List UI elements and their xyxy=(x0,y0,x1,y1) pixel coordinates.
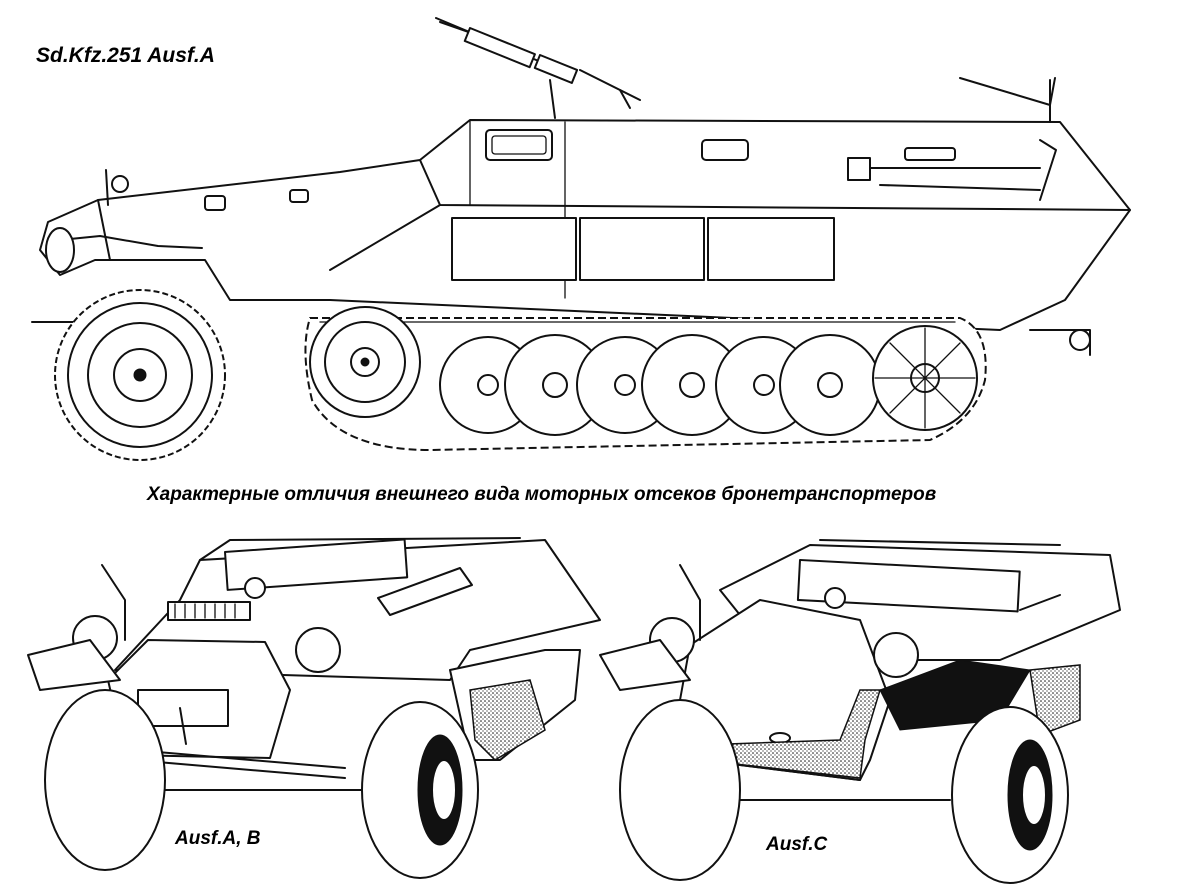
label-ausf-c: Ausf.C xyxy=(766,834,828,855)
front-wheel xyxy=(54,289,226,461)
label-ausf-a-b: Ausf.A, B xyxy=(175,828,261,849)
front-view-ausf-c xyxy=(599,539,1121,884)
track-assembly xyxy=(304,306,987,451)
stowage-box xyxy=(451,217,577,281)
subtitle-label: Характерные отличия внешнего вида моторн… xyxy=(147,484,937,505)
front-view-ausf-a-b xyxy=(27,537,601,879)
side-view-halftrack xyxy=(31,17,1131,461)
stowage-box xyxy=(579,217,705,281)
title-label: Sd.Kfz.251 Ausf.A xyxy=(36,44,215,67)
stowage-box xyxy=(707,217,835,281)
machine-gun xyxy=(435,17,641,119)
